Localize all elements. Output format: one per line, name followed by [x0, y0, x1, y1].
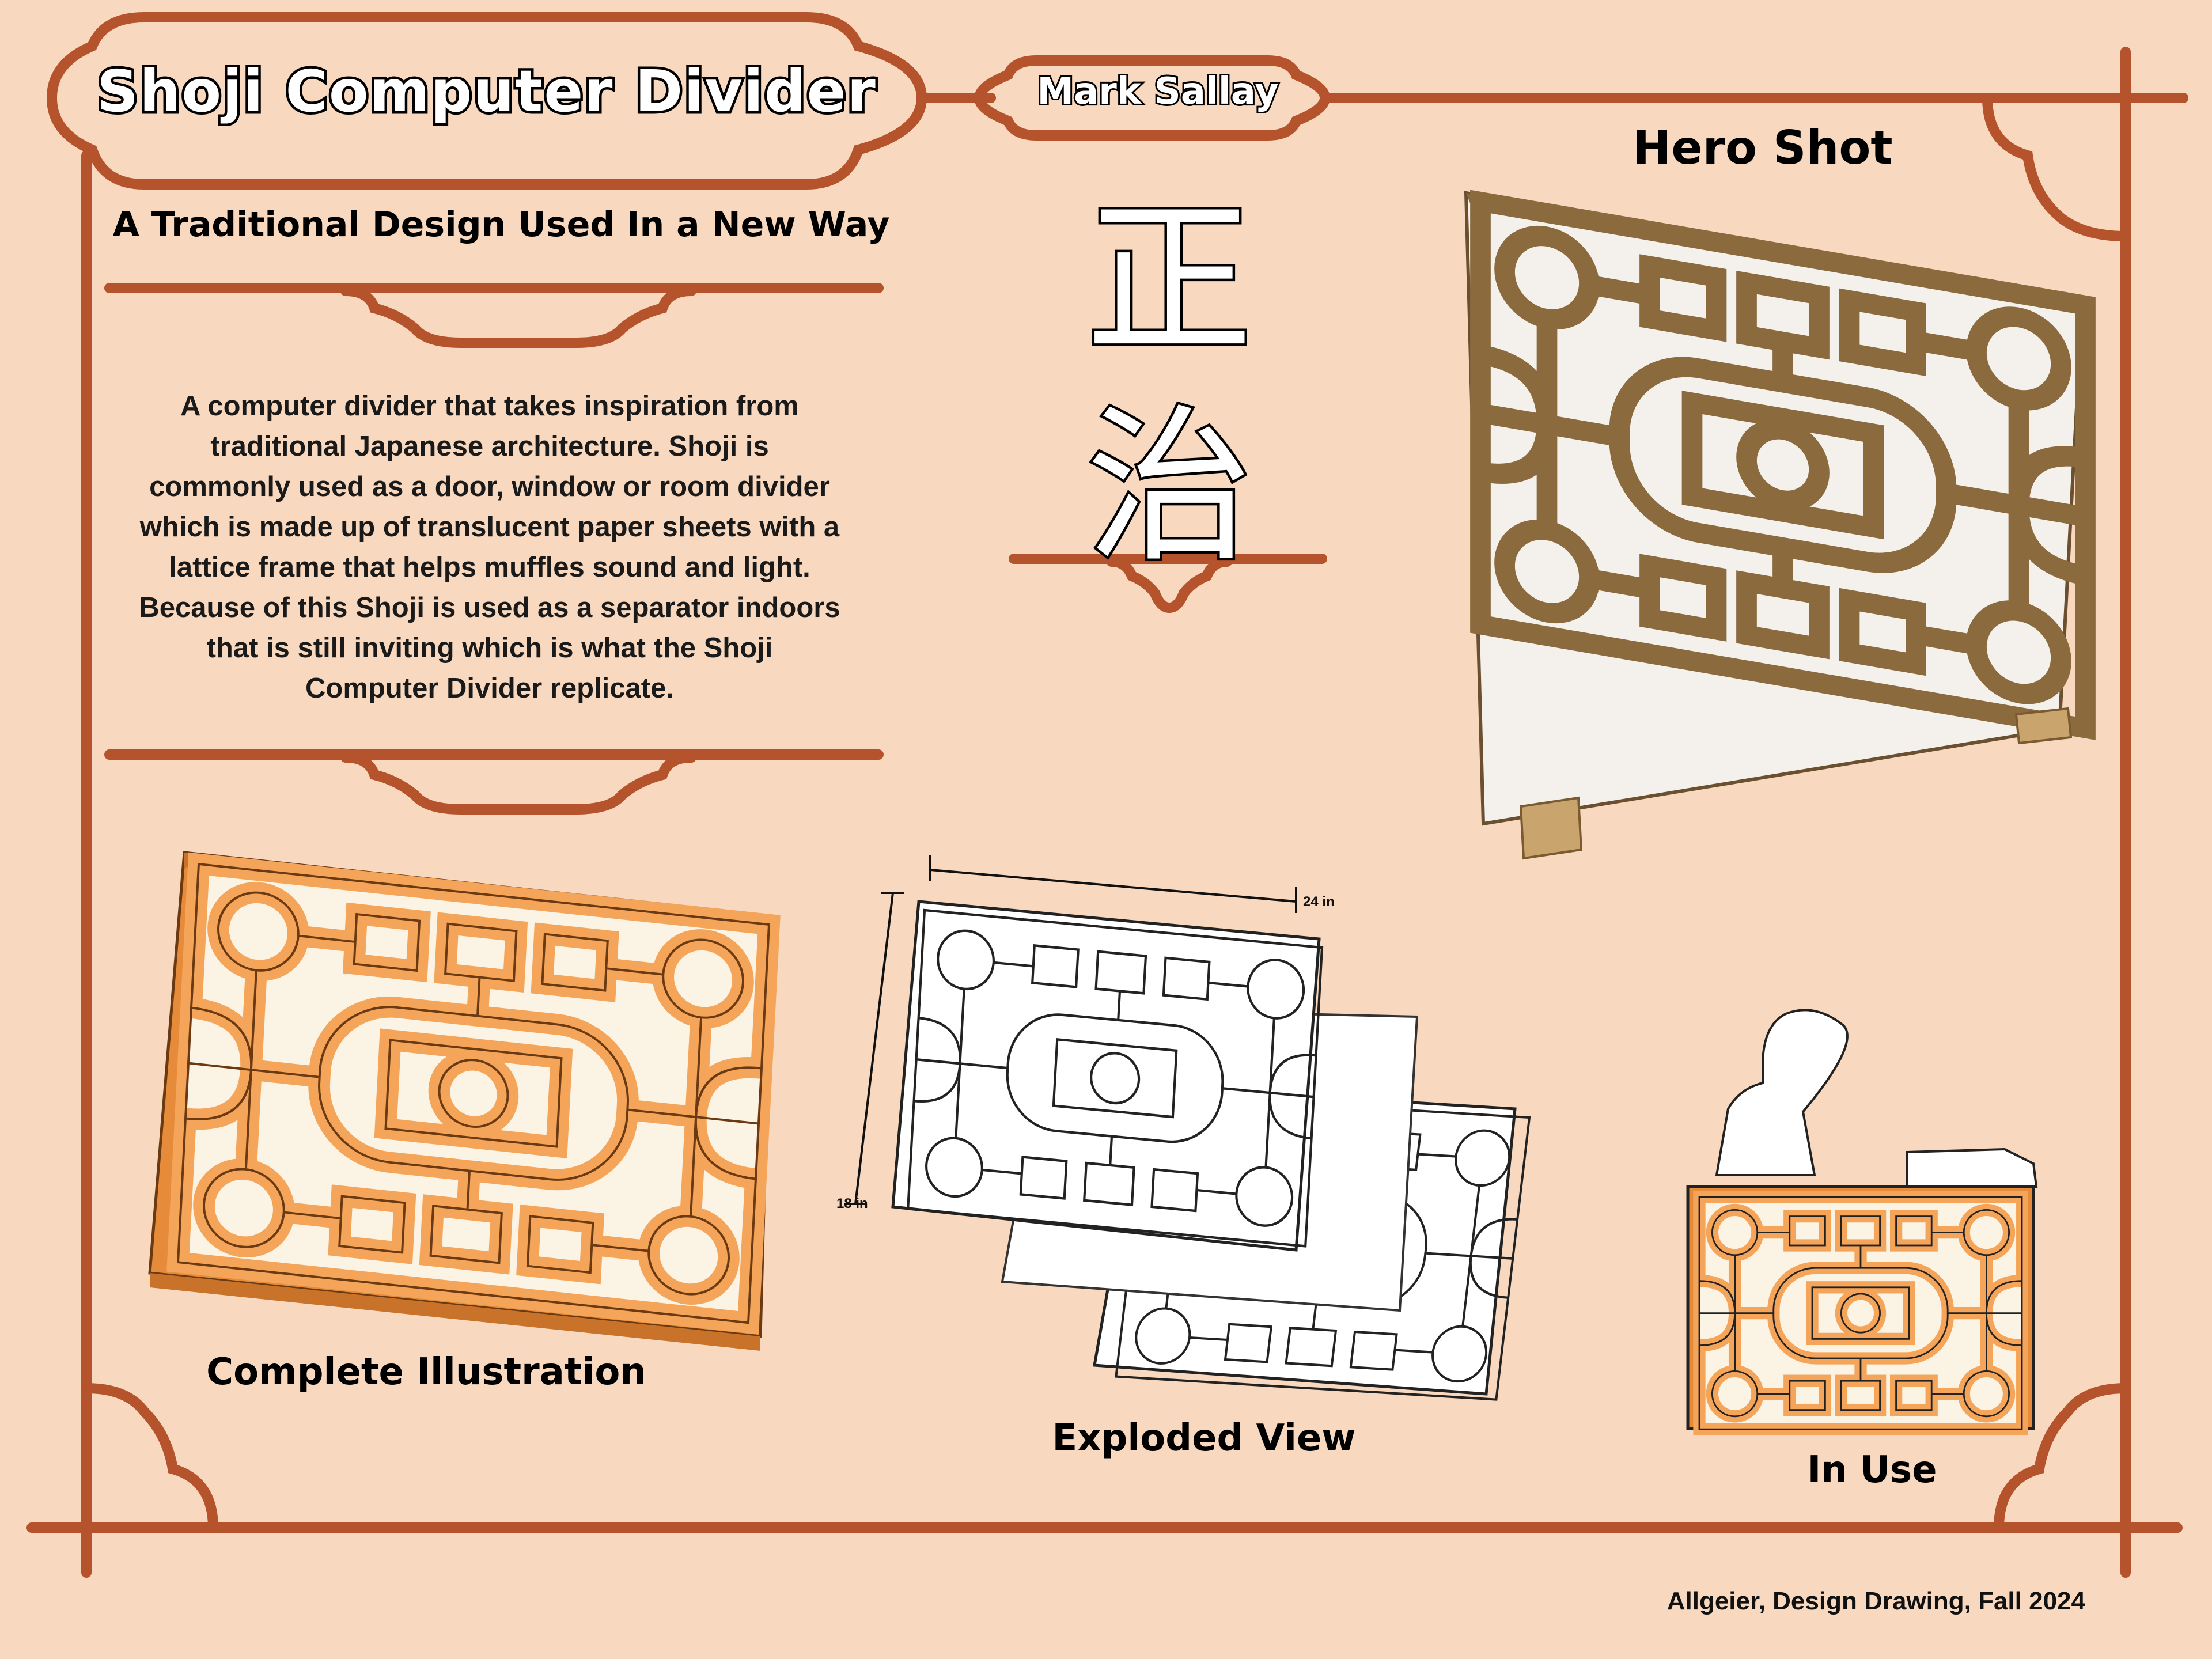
- subtitle: A Traditional Design Used In a New Way: [112, 204, 890, 245]
- exploded-view-image: [844, 855, 1529, 1400]
- exploded-view-label: Exploded View: [1052, 1417, 1356, 1460]
- kanji-character-1: 正: [1084, 181, 1256, 380]
- credit-line: Allgeier, Design Drawing, Fall 2024: [1666, 1587, 2085, 1615]
- hero-shot-image: [1464, 191, 2085, 860]
- width-dimension-label: 24 in: [1303, 894, 1335, 910]
- complete-illustration-label: Complete Illustration: [206, 1351, 646, 1393]
- in-use-label: In Use: [1807, 1449, 1937, 1491]
- main-title: Shoji Computer Divider: [94, 55, 878, 128]
- height-dimension-label: 18 in: [836, 1196, 868, 1211]
- kanji-character-2: 治: [1084, 388, 1256, 588]
- description-text: A computer divider that takes inspiratio…: [139, 391, 840, 704]
- author-badge: Mark Sallay: [1035, 69, 1280, 115]
- hero-shot-label: Hero Shot: [1633, 121, 1893, 175]
- in-use-image: [1686, 1009, 2038, 1429]
- complete-illustration-image: [148, 851, 772, 1351]
